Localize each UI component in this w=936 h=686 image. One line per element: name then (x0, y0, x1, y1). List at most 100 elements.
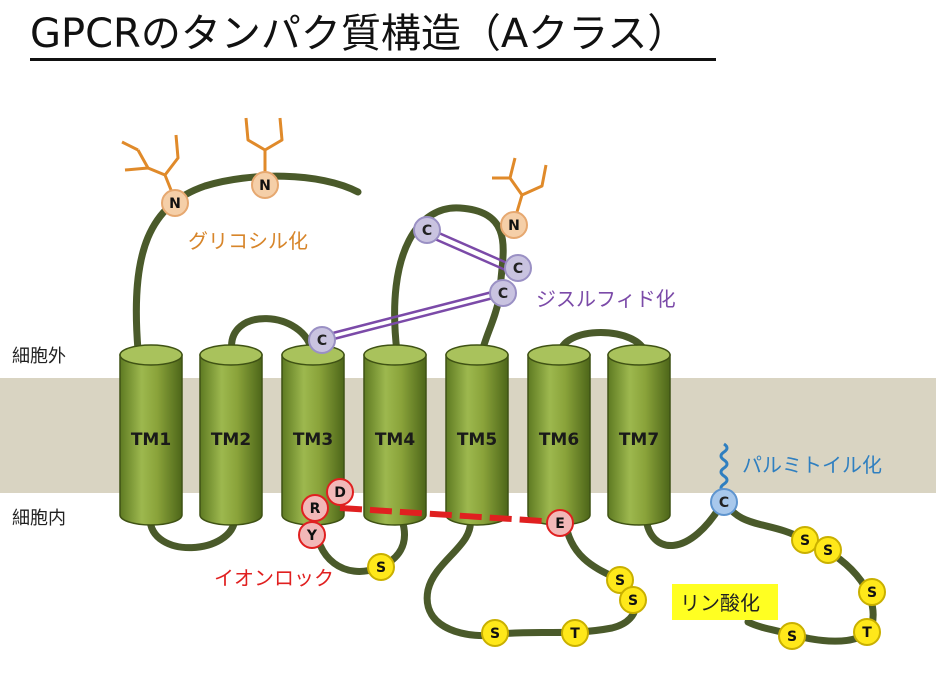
residue-letter: T (862, 625, 872, 641)
residue-circle (791, 526, 819, 554)
helix-label: TM7 (619, 430, 659, 450)
phosphorylation-label-box (672, 584, 778, 620)
residue-s-ct-3: S (858, 578, 886, 606)
residue-cys-tm3: C (308, 326, 336, 354)
residue-circle (481, 619, 509, 647)
phosphorylation-label: リン酸化 (680, 591, 760, 615)
helix-label: TM5 (457, 430, 497, 450)
disulfide-bonds (324, 228, 515, 343)
glycan-tree-2 (244, 117, 284, 182)
residue-circle (413, 216, 441, 244)
residue-circle (853, 618, 881, 646)
residue-letter: E (555, 516, 565, 532)
residue-glyco-n3: N (500, 211, 528, 239)
residue-letter: S (490, 626, 500, 642)
residue-circle (326, 478, 354, 506)
residue-letter: C (422, 223, 432, 239)
helix-group: TM1 TM2 TM3 TM4 TM5 TM6 TM7 (119, 344, 671, 526)
residue-letter: C (513, 261, 523, 277)
residue-tyr: Y (298, 521, 326, 549)
helix-cap (445, 344, 509, 366)
residue-letter: S (800, 533, 810, 549)
icl3 (423, 514, 640, 640)
residue-circle (161, 189, 189, 217)
residue-letter: S (867, 585, 877, 601)
residue-cys-loop-b: C (504, 254, 532, 282)
helix-label: TM3 (293, 430, 333, 450)
helix-6: TM6 (527, 344, 591, 526)
helix-cap (363, 344, 427, 366)
helix-body (119, 354, 183, 526)
residue-letter: S (376, 560, 386, 576)
residue-letter: S (615, 573, 625, 589)
page-title: GPCRのタンパク質構造（Aクラス） (30, 11, 688, 57)
palmitoylation-label: パルミトイル化 (742, 453, 882, 477)
ecl2 (391, 204, 507, 356)
helix-body (607, 354, 671, 526)
residue-letter: T (570, 626, 580, 642)
residue-letter: S (823, 543, 833, 559)
residue-letter: N (259, 178, 271, 194)
residue-circle (489, 279, 517, 307)
residue-s-icl3-1: S (606, 566, 634, 594)
ionic-lock-line (339, 505, 559, 525)
helix-cap (607, 344, 671, 366)
helix-label: TM2 (211, 430, 251, 450)
helix-1: TM1 (119, 344, 183, 526)
helix-5: TM5 (445, 344, 509, 526)
helix-body (199, 354, 263, 526)
residue-letter: R (310, 501, 321, 517)
residue-glu: E (546, 509, 574, 537)
residue-letter: C (719, 495, 729, 511)
palmitoyl-chain (719, 442, 729, 494)
residue-circle (606, 566, 634, 594)
residue-letter: N (169, 196, 181, 212)
residue-s-ct-4: S (778, 622, 806, 650)
helix-4: TM4 (363, 344, 427, 526)
residue-circle (504, 254, 532, 282)
n-terminus (132, 172, 362, 354)
residue-t-ct: T (853, 618, 881, 646)
residue-letter: D (334, 485, 346, 501)
icl1 (146, 514, 239, 552)
residue-circle (814, 536, 842, 564)
residue-circle (710, 488, 738, 516)
residue-arg: R (301, 494, 329, 522)
residue-s-ct-2: S (814, 536, 842, 564)
residue-circle (298, 521, 326, 549)
glycosylation-label: グリコシル化 (188, 229, 308, 253)
residue-circle (251, 171, 279, 199)
residue-glyco-n2: N (251, 171, 279, 199)
helix-label: TM1 (131, 430, 171, 450)
glycan-tree-3 (492, 157, 548, 223)
ecl1 (228, 315, 316, 356)
residue-letter: N (508, 218, 520, 234)
residue-palm-cys: C (710, 488, 738, 516)
residue-s-icl3-2: S (619, 586, 647, 614)
residue-circle (500, 211, 528, 239)
intracellular-label: 細胞内 (12, 508, 66, 529)
glycan-tree-1 (121, 134, 180, 201)
helix-label: TM6 (539, 430, 579, 450)
helix-cap (527, 344, 591, 366)
residue-circle (858, 578, 886, 606)
residue-letter: Y (306, 528, 318, 544)
helix-cap (119, 344, 183, 366)
helix-label: TM4 (375, 430, 416, 450)
ionic-lock-label: イオンロック (214, 566, 334, 590)
residue-cys-loop-c: C (489, 279, 517, 307)
title-underline (30, 58, 716, 61)
residue-letter: C (498, 286, 508, 302)
residue-circle (778, 622, 806, 650)
residue-circle (367, 553, 395, 581)
helix-cap (199, 344, 263, 366)
residue-circle (619, 586, 647, 614)
residue-cys-loop-a: C (413, 216, 441, 244)
residue-s-icl3-3: S (481, 619, 509, 647)
residue-letter: S (628, 593, 638, 609)
residue-s-icl2: S (367, 553, 395, 581)
glycan-trees (121, 117, 548, 223)
helix-7: TM7 (607, 344, 671, 526)
